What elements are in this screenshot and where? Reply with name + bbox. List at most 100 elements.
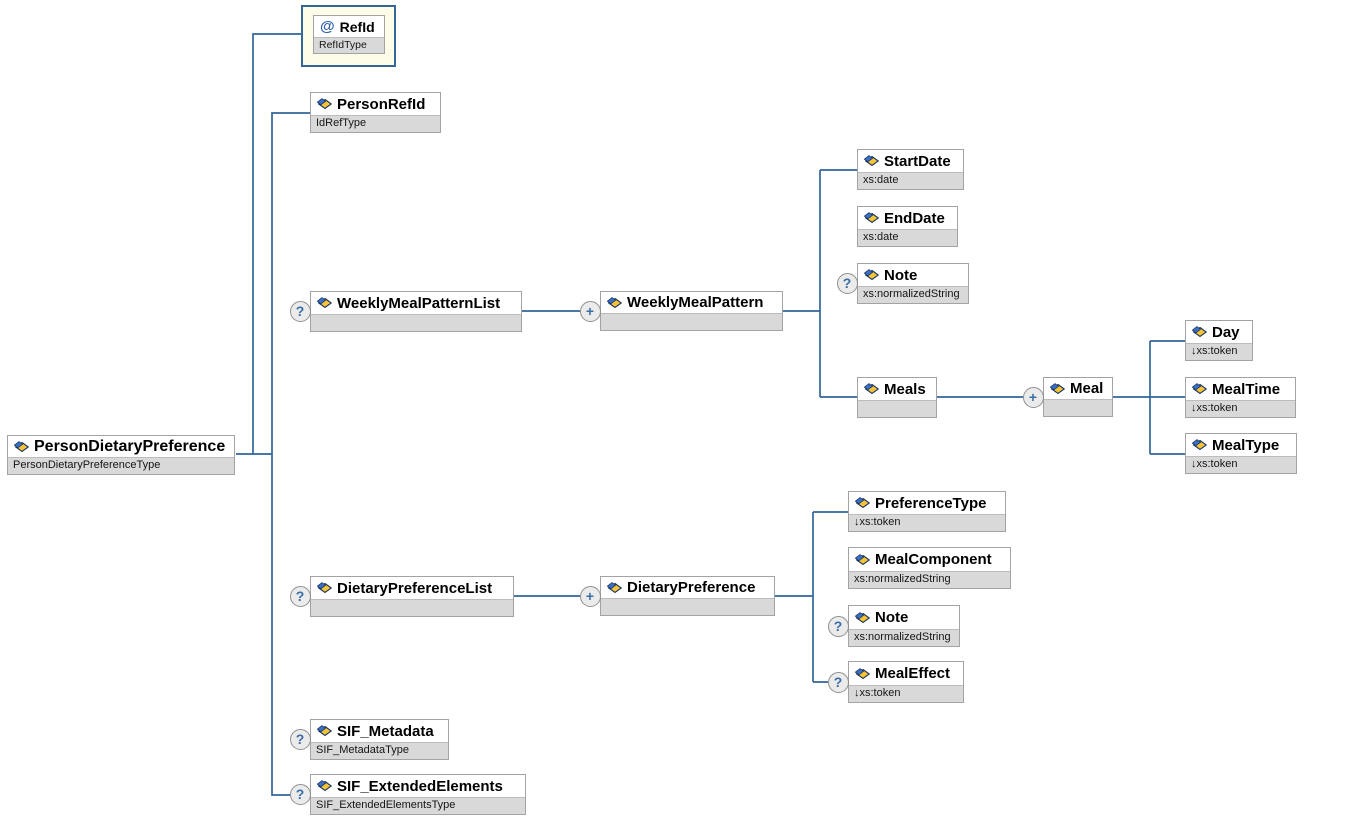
node-type: ↓xs:token	[1186, 456, 1296, 473]
node-type: IdRefType	[311, 115, 440, 132]
element-icon	[1192, 326, 1207, 338]
node-label: DietaryPreference	[627, 579, 756, 596]
element-icon	[607, 296, 622, 309]
node-title-row: Meals	[858, 378, 936, 400]
element-icon	[864, 269, 879, 281]
element-icon	[1050, 382, 1065, 395]
element-icon	[855, 553, 870, 566]
element-icon	[607, 581, 622, 594]
element-icon	[864, 212, 879, 224]
node-title-row: SIF_ExtendedElements	[311, 775, 525, 797]
node-label: EndDate	[884, 209, 945, 227]
element-icon	[1192, 439, 1207, 451]
attribute-icon: @	[320, 18, 335, 35]
node-meal[interactable]: Meal	[1043, 377, 1113, 417]
node-title-row: MealTime	[1186, 378, 1295, 400]
element-icon	[864, 383, 879, 395]
node-weekly-meal-pattern[interactable]: WeeklyMealPattern	[600, 291, 783, 331]
node-end-date[interactable]: EndDate xs:date	[857, 206, 958, 247]
node-meal-time[interactable]: MealTime↓xs:token	[1185, 377, 1296, 418]
element-icon	[317, 98, 332, 110]
element-icon	[14, 440, 29, 453]
node-label: PersonRefId	[337, 95, 426, 113]
node-meal-component[interactable]: MealComponent xs:normalizedString	[848, 547, 1011, 589]
node-day[interactable]: Day↓xs:token	[1185, 320, 1253, 361]
optional-indicator: ?	[289, 784, 311, 805]
node-label: SIF_ExtendedElements	[337, 777, 503, 795]
optional-indicator: ?	[827, 671, 849, 693]
repeating-indicator: +	[1022, 386, 1044, 408]
node-meals[interactable]: Meals	[857, 377, 937, 418]
node-label: Note	[884, 266, 918, 284]
node-start-date[interactable]: StartDate xs:date	[857, 149, 964, 190]
node-title-row: PreferenceType	[849, 492, 1005, 514]
node-title-row: MealEffect	[849, 662, 963, 685]
node-dietary-preference[interactable]: DietaryPreference	[600, 576, 775, 616]
node-type: PersonDietaryPreferenceType	[8, 457, 234, 474]
node-label: MealComponent	[875, 551, 992, 568]
optional-indicator: ?	[289, 729, 311, 750]
node-title-row: Meal	[1044, 378, 1112, 399]
node-type	[858, 400, 936, 417]
node-type	[1044, 399, 1112, 416]
element-icon	[317, 582, 332, 594]
node-title-row: Note	[858, 264, 968, 286]
node-type: xs:normalizedString	[858, 286, 968, 303]
node-title-row: Day	[1186, 321, 1252, 343]
node-label: WeeklyMealPattern	[627, 294, 764, 311]
node-title-row: EndDate	[858, 207, 957, 229]
node-label: Note	[875, 609, 909, 626]
node-title-row: PersonRefId	[311, 93, 440, 115]
node-type	[601, 598, 774, 615]
node-title-row: SIF_Metadata	[311, 720, 448, 742]
element-icon	[317, 725, 332, 737]
node-preference-type[interactable]: PreferenceType ↓xs:token	[848, 491, 1006, 532]
node-meal-type[interactable]: MealType↓xs:token	[1185, 433, 1297, 474]
node-label: RefId	[339, 18, 375, 35]
node-title-row: PersonDietaryPreference	[8, 436, 234, 457]
element-icon	[855, 611, 870, 624]
node-title-row: StartDate	[858, 150, 963, 172]
node-type: xs:normalizedString	[849, 571, 1010, 588]
node-type: SIF_ExtendedElementsType	[311, 797, 525, 814]
node-label: WeeklyMealPatternList	[337, 294, 501, 312]
node-title-row: MealComponent	[849, 548, 1010, 571]
node-label: MealTime	[1212, 380, 1281, 398]
node-type: xs:normalizedString	[849, 629, 959, 646]
node-label: Meals	[884, 380, 926, 398]
node-note-weekly[interactable]: Note xs:normalizedString	[857, 263, 969, 304]
node-type: RefIdType	[314, 37, 384, 53]
node-dietary-preference-list[interactable]: DietaryPreferenceList	[310, 576, 514, 617]
node-type: xs:date	[858, 172, 963, 189]
element-icon	[317, 297, 332, 309]
node-meal-effect[interactable]: MealEffect↓xs:token	[848, 661, 964, 703]
node-title-row: @RefId	[314, 16, 384, 37]
node-label: PreferenceType	[875, 494, 987, 512]
element-icon	[855, 497, 870, 509]
element-icon	[1192, 383, 1207, 395]
node-type	[311, 314, 521, 331]
node-label: Meal	[1070, 380, 1104, 397]
node-type: ↓xs:token	[849, 514, 1005, 531]
element-icon	[317, 780, 332, 792]
optional-indicator: ?	[289, 586, 311, 607]
node-label: StartDate	[884, 152, 951, 170]
node-title-row: Note	[849, 606, 959, 629]
node-type	[311, 599, 513, 616]
element-icon	[855, 667, 870, 680]
node-weekly-meal-pattern-list[interactable]: WeeklyMealPatternList	[310, 291, 522, 332]
node-title-row: WeeklyMealPattern	[601, 292, 782, 313]
node-title-row: WeeklyMealPatternList	[311, 292, 521, 314]
repeating-indicator: +	[579, 300, 601, 322]
node-title-row: DietaryPreferenceList	[311, 577, 513, 599]
node-label: PersonDietaryPreference	[34, 437, 226, 455]
node-type: xs:date	[858, 229, 957, 246]
node-type	[601, 313, 782, 330]
node-note-dietary[interactable]: Note xs:normalizedString	[848, 605, 960, 647]
